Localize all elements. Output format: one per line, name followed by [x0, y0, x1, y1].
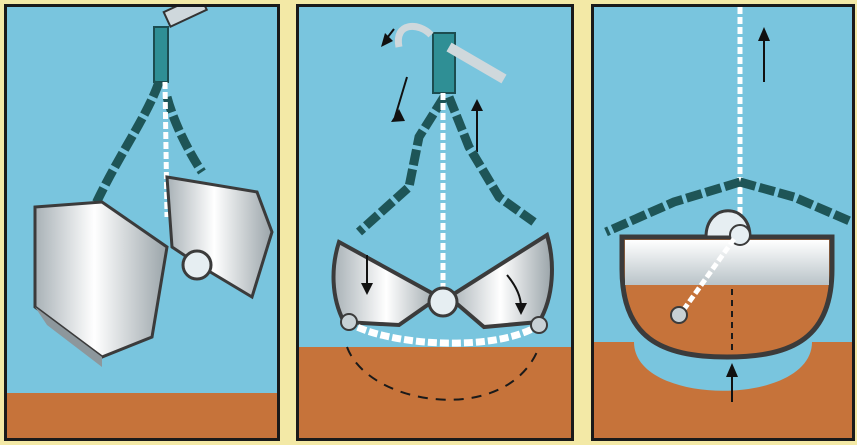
right-pulley — [530, 316, 548, 334]
left-shell-teeth — [35, 307, 102, 367]
panel-open-grab — [4, 4, 280, 441]
panel-closing-grab — [296, 4, 574, 441]
center-chain — [162, 81, 170, 218]
arrowhead-top — [381, 33, 393, 47]
panel-1-drawing — [7, 7, 277, 438]
left-shell — [331, 239, 443, 328]
left-chain — [87, 80, 164, 214]
right-shell — [165, 175, 274, 300]
right-chain — [162, 95, 206, 175]
left-pulley — [340, 313, 358, 331]
right-chain — [444, 95, 537, 226]
hoist-block — [432, 32, 456, 94]
hinge — [181, 249, 213, 281]
arrowhead-lift — [471, 99, 483, 111]
crane-arm — [446, 42, 507, 84]
hinge — [427, 286, 459, 318]
rotation-arrow-left — [394, 76, 408, 118]
panel-3-drawing — [594, 7, 852, 438]
arrowhead-close-left — [361, 283, 373, 295]
arrowhead-lift — [758, 27, 770, 41]
hook — [394, 22, 434, 48]
hoist-block — [153, 26, 169, 83]
digging-arc — [346, 346, 540, 401]
arrowhead-close-right — [515, 303, 527, 315]
arrowhead-scoop — [726, 363, 738, 377]
closing-chain — [345, 318, 541, 347]
left-chain — [355, 94, 448, 236]
seabed — [7, 393, 277, 438]
arrowhead-left — [391, 109, 405, 122]
left-chain — [604, 177, 742, 237]
closing-chain — [679, 237, 737, 314]
pulley — [670, 306, 688, 324]
crane-arm — [162, 7, 209, 28]
seabed — [594, 342, 852, 438]
seabed — [299, 347, 571, 438]
panel-closed-grab — [591, 4, 855, 441]
panel-2-drawing — [299, 7, 571, 438]
